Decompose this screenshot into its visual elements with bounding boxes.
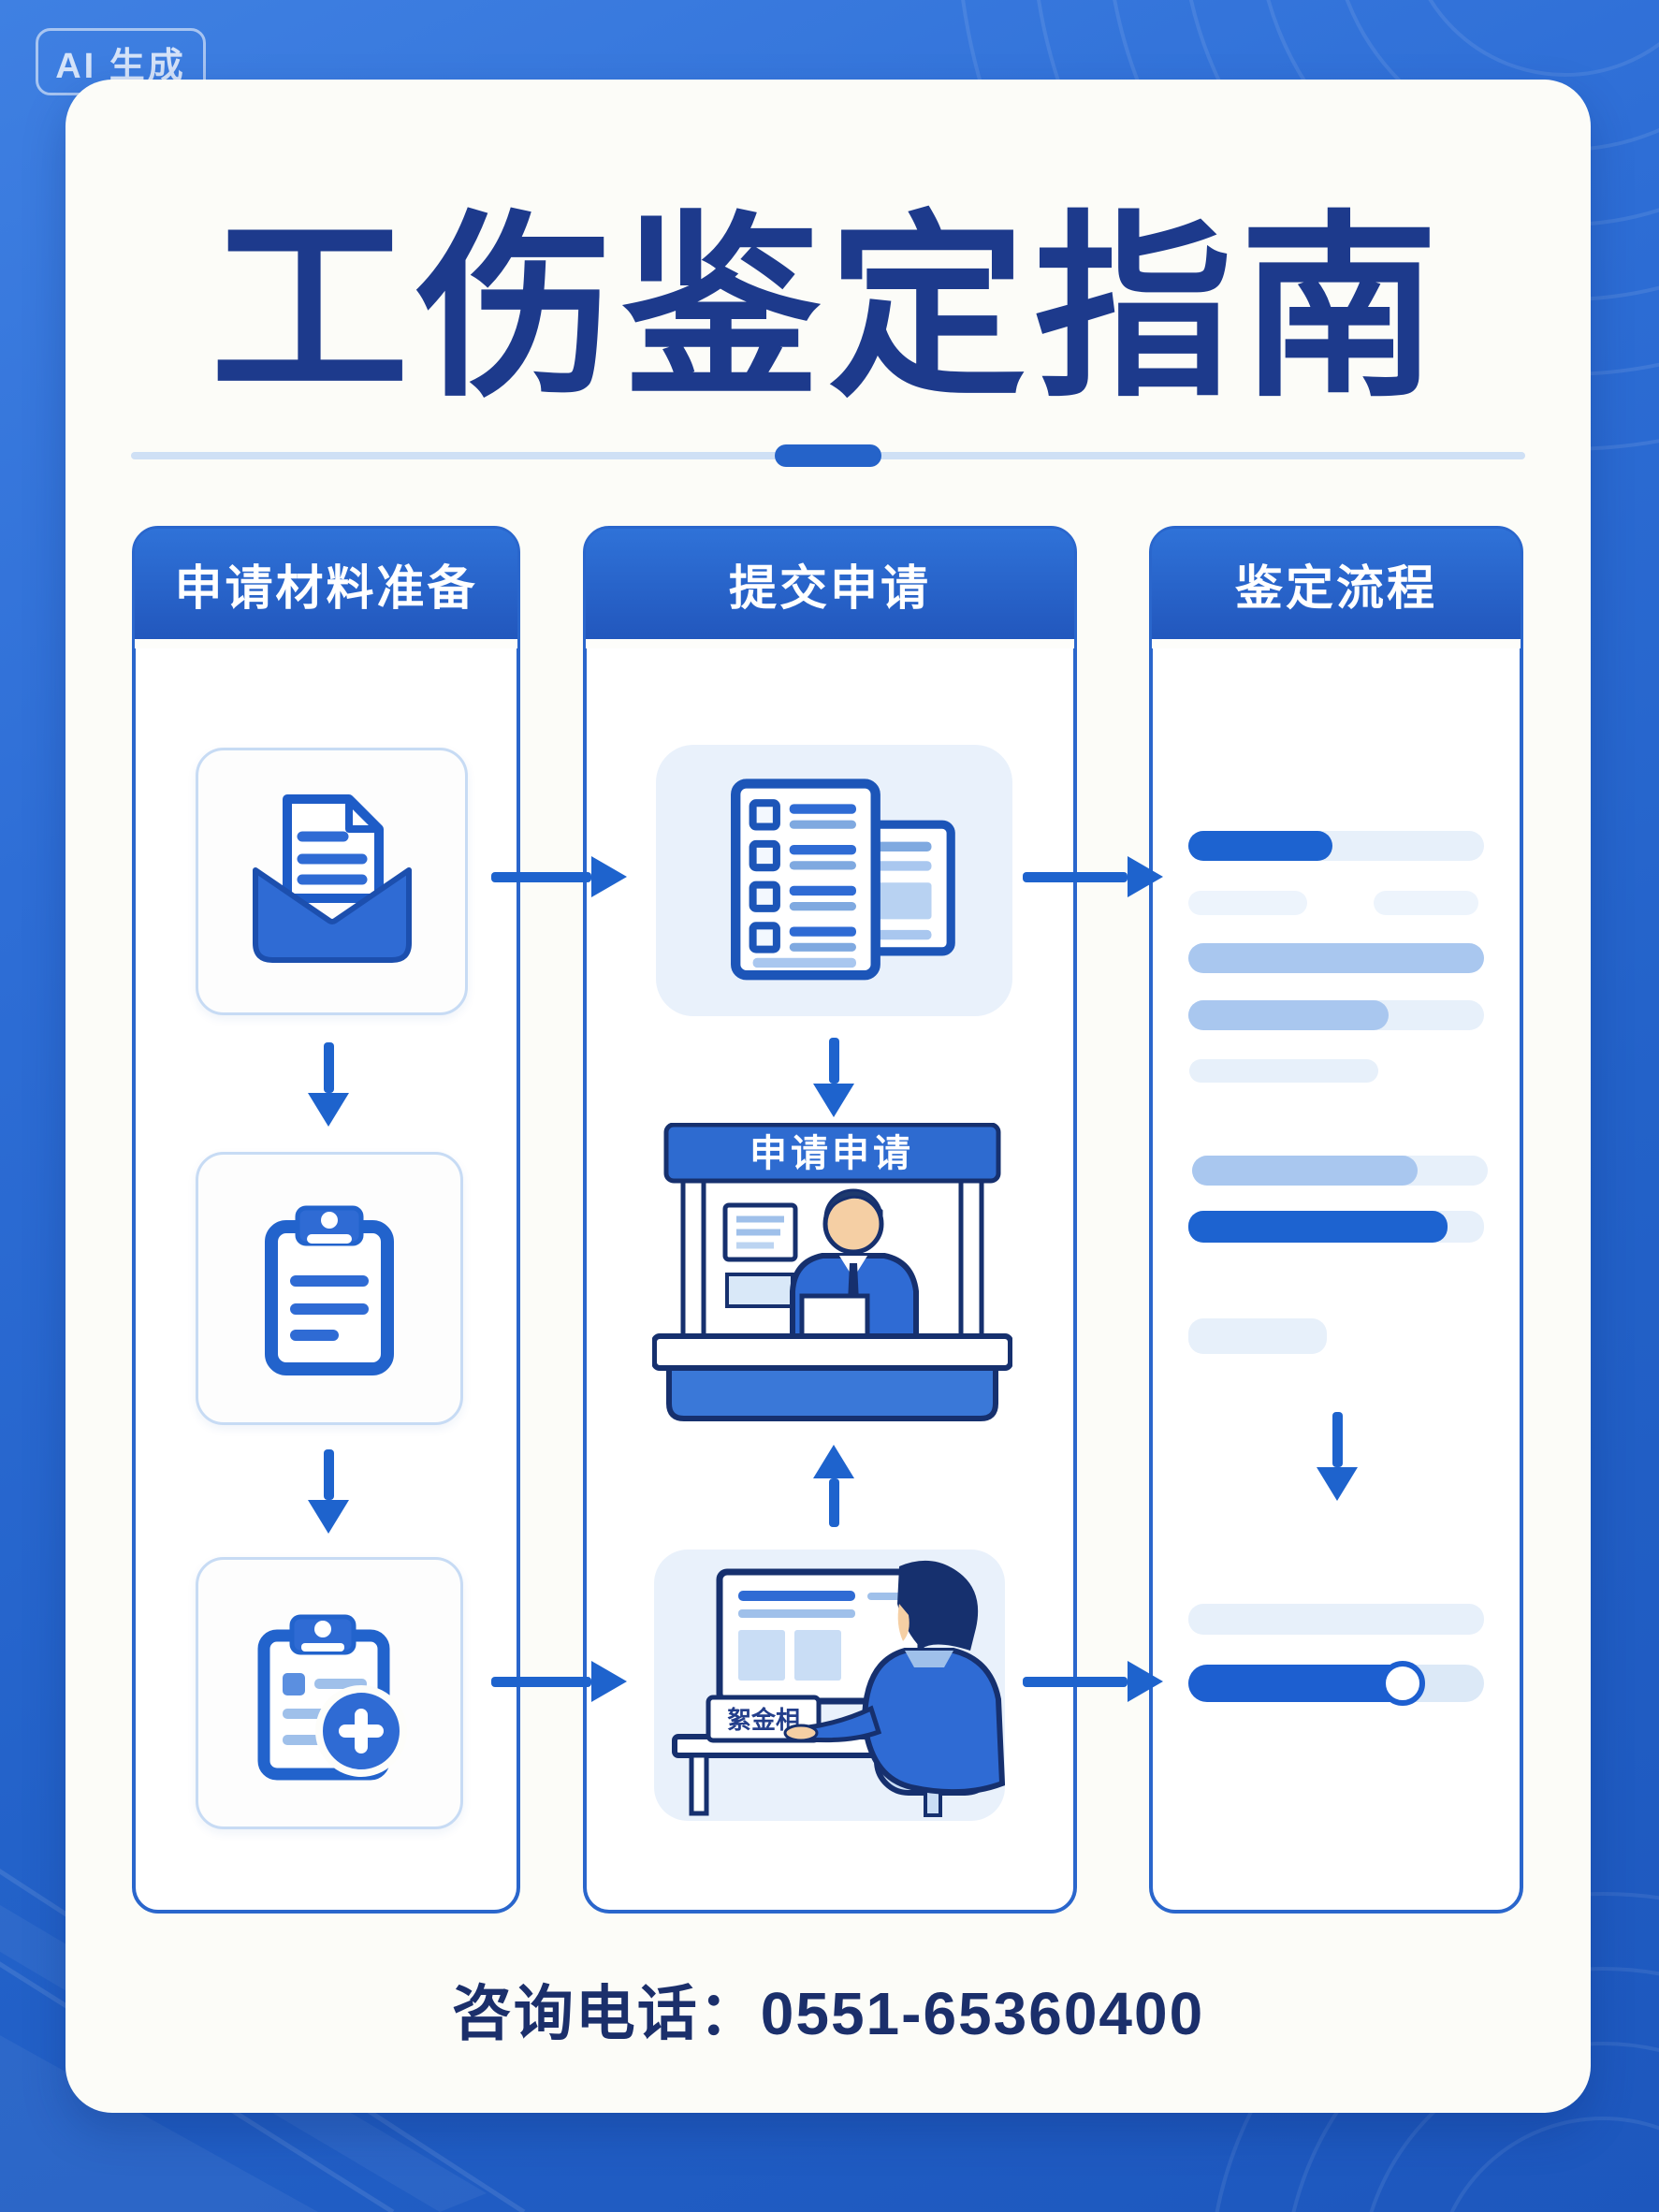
column-process-title: 鉴定流程 — [1234, 561, 1437, 615]
arrow-stem — [828, 1478, 839, 1527]
skeleton-bar-fill — [1192, 1156, 1418, 1186]
arrow-stem — [323, 1042, 334, 1093]
column-materials: 申请材料准备 — [132, 526, 520, 1914]
skeleton-bar — [1188, 891, 1307, 915]
arrow-head — [813, 1445, 854, 1478]
arrow-head — [1128, 856, 1163, 897]
flow-arrow-right — [1023, 856, 1163, 897]
arrow-head — [591, 1661, 627, 1702]
progress-knob — [1379, 1661, 1425, 1706]
arrow-stem — [828, 1038, 839, 1084]
footer-phone: 咨询电话：0551-65360400 — [451, 1980, 1205, 2047]
step-card-computer: 絮金相 — [654, 1550, 1005, 1821]
column-process-header: 鉴定流程 — [1152, 529, 1521, 648]
service-counter-illustration: 申请申请 — [652, 1123, 1012, 1421]
column-process: 鉴定流程 — [1149, 526, 1523, 1914]
step-card-clipboard-add — [196, 1557, 463, 1829]
document-envelope-icon — [252, 794, 412, 963]
skeleton-bar — [1188, 1318, 1327, 1354]
clipboard-add-icon — [257, 1614, 407, 1780]
checklist-documents-icon — [730, 779, 955, 981]
poster-card: 工伤鉴定指南 申请材料准备 — [65, 80, 1591, 2113]
skeleton-bar-fill — [1188, 831, 1332, 861]
divider-accent-pill — [775, 444, 881, 467]
column-submit-title: 提交申请 — [728, 561, 931, 615]
flow-arrow-right — [491, 856, 627, 897]
arrow-head — [308, 1500, 349, 1534]
arrow-head — [308, 1093, 349, 1127]
arrow-stem — [1023, 871, 1128, 882]
flow-arrow-down — [308, 1449, 349, 1534]
skeleton-bar — [1192, 1156, 1488, 1186]
step-card-document — [196, 748, 468, 1015]
title-divider — [131, 444, 1525, 467]
skeleton-bar — [1188, 1604, 1484, 1635]
progress-track — [1188, 1661, 1484, 1706]
arrow-head — [591, 856, 627, 897]
booth-sign-label: 申请申请 — [749, 1133, 914, 1174]
column-submit: 提交申请 — [583, 526, 1077, 1914]
flow-arrow-up — [813, 1445, 854, 1527]
column-materials-title: 申请材料准备 — [174, 561, 478, 615]
arrow-head — [1317, 1467, 1358, 1501]
arrow-stem — [491, 1676, 591, 1687]
skeleton-bar — [1188, 1000, 1484, 1030]
skeleton-bar-fill — [1188, 1000, 1389, 1030]
flow-arrow-down — [1317, 1412, 1358, 1501]
ai-generated-badge: AI 生成 — [36, 28, 206, 95]
arrow-stem — [1332, 1412, 1343, 1467]
column-materials-header: 申请材料准备 — [135, 529, 517, 648]
arrow-stem — [491, 871, 591, 882]
skeleton-bar — [1188, 1211, 1484, 1243]
flow-arrow-right — [1023, 1661, 1163, 1702]
arrow-stem — [323, 1449, 334, 1500]
page-title: 工伤鉴定指南 — [211, 197, 1446, 419]
flow-arrow-down — [308, 1042, 349, 1127]
skeleton-bar — [1188, 831, 1484, 861]
flow-arrow-right — [491, 1661, 627, 1702]
arrow-stem — [1023, 1676, 1128, 1687]
skeleton-bar — [1188, 943, 1484, 973]
ai-generated-badge-label: AI 生成 — [55, 46, 186, 86]
flow-arrow-down — [813, 1038, 854, 1117]
skeleton-bar — [1189, 1059, 1378, 1083]
arrow-head — [1128, 1661, 1163, 1702]
skeleton-bar-fill — [1188, 1211, 1448, 1243]
clipboard-icon — [265, 1205, 394, 1375]
skeleton-bar — [1374, 891, 1478, 915]
step-card-checklist — [656, 745, 1012, 1016]
step-card-clipboard — [196, 1152, 463, 1425]
column-submit-header: 提交申请 — [586, 529, 1074, 648]
progress-fill — [1188, 1661, 1425, 1706]
person-at-computer-illustration: 絮金相 — [672, 1560, 1005, 1817]
arrow-head — [813, 1084, 854, 1117]
